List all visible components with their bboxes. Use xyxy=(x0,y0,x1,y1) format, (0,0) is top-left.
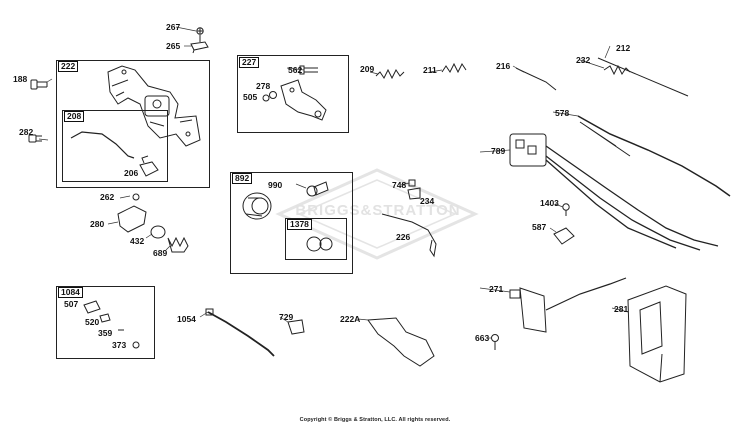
part-505-nut xyxy=(262,94,270,102)
part-267-screw xyxy=(196,27,204,42)
group-892-frame xyxy=(230,172,353,274)
part-label-663: 663 xyxy=(475,333,490,343)
briggs-stratton-watermark: BRIGGS&STRATTON xyxy=(295,202,461,219)
part-label-990: 990 xyxy=(268,180,283,190)
part-373-ring xyxy=(132,341,140,349)
box-label-1378: 1378 xyxy=(287,219,312,230)
part-262-screw xyxy=(132,193,140,201)
part-227-lever xyxy=(280,79,327,121)
group-1378-frame xyxy=(285,218,347,260)
part-990-key xyxy=(306,181,329,197)
part-562-bolt xyxy=(299,65,318,75)
leader-lines xyxy=(38,26,629,339)
part-label-209: 209 xyxy=(360,64,375,74)
part-label-578: 578 xyxy=(555,108,570,118)
part-label-505: 505 xyxy=(243,92,258,102)
box-label-208: 208 xyxy=(64,111,85,122)
part-label-278: 278 xyxy=(256,81,271,91)
part-689-spring xyxy=(167,236,189,253)
part-label-188: 188 xyxy=(13,74,28,84)
part-208-link xyxy=(70,131,135,159)
group-208-frame xyxy=(62,110,168,182)
part-label-216: 216 xyxy=(496,61,511,71)
part-label-281: 281 xyxy=(614,304,629,314)
copyright-notice: Copyright © Briggs & Stratton, LLC. All … xyxy=(299,417,451,423)
part-281-shield xyxy=(627,285,687,383)
part-label-507: 507 xyxy=(64,299,79,309)
part-label-748: 748 xyxy=(392,180,407,190)
box-label-892: 892 xyxy=(232,173,253,184)
part-265-clip xyxy=(190,41,209,54)
part-729-grommet xyxy=(287,319,305,335)
part-520-clip xyxy=(99,313,111,323)
part-label-373: 373 xyxy=(112,340,127,350)
group-227-frame xyxy=(237,55,349,133)
part-188-bolt xyxy=(30,79,48,90)
part-1378-ring-a xyxy=(306,236,322,252)
part-206-clip xyxy=(139,155,159,177)
part-280-bracket xyxy=(117,205,147,233)
briggs-stratton-watermark-logo xyxy=(275,168,479,260)
part-label-226: 226 xyxy=(396,232,411,242)
part-587-clamp xyxy=(553,227,575,245)
part-222A-bracket xyxy=(367,317,435,367)
part-label-562: 562 xyxy=(288,65,303,75)
part-label-1054: 1054 xyxy=(177,314,196,324)
part-212-rod xyxy=(597,57,689,97)
part-label-232: 232 xyxy=(576,55,591,65)
part-label-206: 206 xyxy=(124,168,139,178)
part-label-211: 211 xyxy=(423,65,437,75)
part-578-cable xyxy=(577,115,731,197)
part-label-359: 359 xyxy=(98,328,113,338)
part-label-1403: 1403 xyxy=(540,198,559,208)
part-432-ring xyxy=(150,225,166,239)
part-216-rod xyxy=(515,67,557,91)
part-label-280: 280 xyxy=(90,219,105,229)
part-label-234: 234 xyxy=(420,196,435,206)
part-label-282: 282 xyxy=(19,127,34,137)
part-226-rod xyxy=(381,213,437,258)
part-507-clip xyxy=(83,300,101,314)
part-label-222A: 222A xyxy=(340,314,361,324)
part-209-spring xyxy=(375,68,405,80)
part-789-harness xyxy=(509,133,719,251)
box-label-1084: 1084 xyxy=(58,287,83,298)
group-1084-frame xyxy=(56,286,155,359)
part-234-clip xyxy=(407,187,421,200)
part-label-729: 729 xyxy=(279,312,294,322)
part-label-432: 432 xyxy=(130,236,145,246)
part-label-789: 789 xyxy=(491,146,506,156)
part-1403-screw xyxy=(562,203,570,216)
part-748-nut xyxy=(408,179,416,187)
part-211-spring xyxy=(441,62,467,74)
group-222-frame xyxy=(56,60,210,188)
part-232-spring xyxy=(603,64,631,76)
part-label-212: 212 xyxy=(616,43,631,53)
part-222-bracket xyxy=(107,65,201,147)
part-label-587: 587 xyxy=(532,222,547,232)
part-label-271: 271 xyxy=(489,284,504,294)
part-label-689: 689 xyxy=(153,248,168,258)
part-663-screw xyxy=(491,334,499,350)
part-1054-cable-tie xyxy=(207,311,275,357)
part-label-520: 520 xyxy=(85,317,100,327)
part-282-bolt xyxy=(28,134,42,143)
part-label-267: 267 xyxy=(166,22,181,32)
box-label-227: 227 xyxy=(239,57,260,68)
box-label-222: 222 xyxy=(58,61,79,72)
part-278-washer xyxy=(269,91,277,99)
part-271-control xyxy=(509,277,627,333)
part-1378-ring-b xyxy=(319,237,333,251)
part-label-265: 265 xyxy=(166,41,181,51)
part-label-262: 262 xyxy=(100,192,115,202)
part-892-switch xyxy=(242,192,272,220)
